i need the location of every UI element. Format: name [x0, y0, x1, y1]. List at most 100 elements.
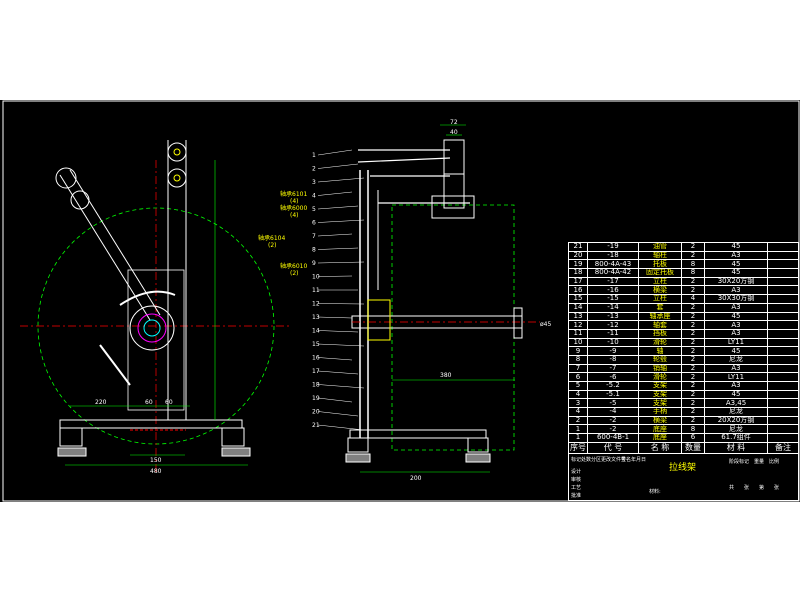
parts-cell-mat: 45	[704, 268, 768, 278]
callout-leader	[317, 177, 365, 183]
parts-cell-qty: 2	[681, 389, 705, 400]
parts-cell-name: 轴	[638, 346, 682, 356]
parts-cell-no: 9	[568, 346, 588, 356]
title-block-cell: 年月日	[631, 457, 647, 463]
callout-number: 1	[312, 152, 316, 159]
title-block-cell: 工艺	[571, 485, 582, 491]
parts-cell-note	[767, 328, 799, 339]
parts-cell-mat: 30X30方钢	[704, 294, 768, 304]
dim-480: 480	[150, 468, 162, 475]
callout-number: 18	[312, 382, 320, 389]
parts-cell-no: 4	[568, 389, 588, 400]
parts-cell-no: 2	[568, 415, 588, 426]
callout-number: 17	[312, 368, 320, 375]
callout-number: 15	[312, 341, 320, 348]
parts-cell-name: 轴承座	[638, 311, 682, 322]
parts-cell-mat: A3	[704, 302, 768, 313]
parts-cell-code: 600-4B-1	[587, 433, 639, 443]
parts-cell-qty: 2	[681, 302, 705, 313]
parts-cell-note	[767, 407, 799, 417]
parts-cell-name: 固定托板	[638, 268, 682, 278]
title-block: 拉线架 标记处数分区更改文件号签名年月日设计审核工艺批准阶段标记重量比例共张第张…	[568, 453, 799, 501]
callout-number: 12	[312, 301, 320, 308]
parts-cell-no: 1	[568, 424, 588, 435]
sheet-frame	[2, 100, 800, 502]
callout-number: 9	[312, 260, 316, 267]
parts-cell-code: 800-4A-42	[587, 268, 639, 278]
parts-cell-no: 10	[568, 337, 588, 348]
parts-cell-name: 支架	[638, 398, 682, 409]
parts-cell-note	[767, 424, 799, 435]
parts-cell-qty: 2	[681, 250, 705, 261]
parts-cell-qty: 2	[681, 276, 705, 287]
parts-cell-mat: A3	[704, 328, 768, 339]
parts-cell-mat: A3	[704, 285, 768, 296]
parts-cell-mat: 45	[704, 259, 768, 270]
parts-cell-mat: A3	[704, 363, 768, 374]
parts-cell-no: 15	[568, 294, 588, 304]
parts-cell-no: 11	[568, 328, 588, 339]
parts-cell-mat: 45	[704, 242, 768, 252]
parts-cell-mat: A3,45	[704, 398, 768, 409]
parts-cell-no: 14	[568, 302, 588, 313]
parts-cell-no: 6	[568, 372, 588, 382]
note-qty-2: (2)	[268, 242, 277, 249]
parts-cell-name: 支架	[638, 381, 682, 391]
parts-cell-code: -15	[587, 294, 639, 304]
parts-cell-name: 底座	[638, 433, 682, 443]
parts-cell-qty: 2	[681, 328, 705, 339]
dim-150: 150	[150, 457, 162, 464]
parts-cell-no: 4	[568, 407, 588, 417]
parts-cell-name: 立柱	[638, 276, 682, 287]
parts-cell-name: 支架	[638, 389, 682, 400]
title-block-cell: 分区	[591, 457, 602, 463]
parts-cell-name: 油管	[638, 242, 682, 252]
parts-cell-note	[767, 285, 799, 296]
parts-cell-qty: 2	[681, 381, 705, 391]
parts-cell-code: -2	[587, 424, 639, 435]
parts-cell-qty: 8	[681, 259, 705, 270]
title-block-cell: 张	[774, 485, 780, 491]
parts-cell-note	[767, 363, 799, 374]
title-block-cell: 第	[759, 485, 765, 491]
title-block-cell: 设计	[571, 469, 582, 475]
parts-cell-name: 轴柱	[638, 250, 682, 261]
parts-cell-name: 横梁	[638, 415, 682, 426]
callout-leader	[317, 384, 365, 389]
parts-cell-name: 滑轮	[638, 337, 682, 348]
parts-cell-note	[767, 302, 799, 313]
callout-leader	[317, 316, 353, 319]
parts-cell-code: -17	[587, 276, 639, 287]
callout-number: 4	[312, 193, 316, 200]
callout-leader	[317, 275, 353, 277]
parts-cell-code: -14	[587, 302, 639, 313]
frame-plate	[127, 269, 185, 411]
callout-leader	[317, 424, 365, 431]
callout-leader	[317, 163, 359, 169]
parts-cell-no: 17	[568, 276, 588, 287]
callout-leader	[317, 397, 353, 403]
parts-cell-code: -6	[587, 372, 639, 382]
parts-cell-qty: 2	[681, 354, 705, 365]
parts-cell-no: 12	[568, 320, 588, 330]
callout-number: 13	[312, 314, 320, 321]
callout-leader	[317, 191, 353, 196]
parts-cell-note	[767, 268, 799, 278]
callout-leader	[317, 233, 353, 237]
parts-cell-name: 托板	[638, 259, 682, 270]
parts-cell-name: 套	[638, 302, 682, 313]
title-block-cell: 标记	[571, 457, 582, 463]
parts-cell-mat: 尼龙	[704, 407, 768, 417]
parts-cell-mat: 尼龙	[704, 354, 768, 365]
title-block-cell: 张	[744, 485, 750, 491]
